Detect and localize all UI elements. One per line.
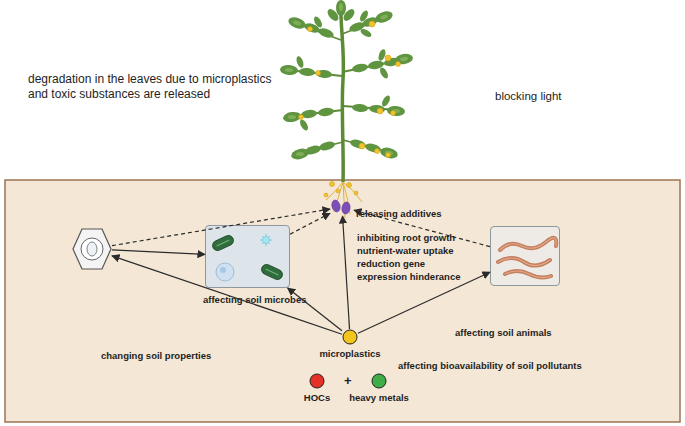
microbe-cells xyxy=(211,234,284,281)
node-label: heavy metals xyxy=(349,392,409,404)
soil-particle xyxy=(72,228,112,270)
light-note: blocking light xyxy=(495,89,561,103)
solid-arrow xyxy=(112,250,205,254)
circle-outline xyxy=(309,373,325,389)
solid-arrow xyxy=(112,256,342,334)
additive-note: releasing additives xyxy=(356,208,442,220)
plus-sign: + xyxy=(344,373,352,388)
soil-animal-box: affecting soil animals xyxy=(490,226,560,286)
microbe-box: affecting soil microbes xyxy=(205,225,290,288)
leaf-note: degradation in the leaves due to micropl… xyxy=(28,72,276,102)
hoc-particle: HOCs xyxy=(309,373,325,389)
node-label: affecting soil animals xyxy=(455,327,552,339)
hexagon-outline xyxy=(72,228,112,270)
edge-label: inhibiting root growth nutrient-water up… xyxy=(357,231,465,283)
soil-particle-core xyxy=(81,238,103,260)
solid-arrow xyxy=(343,216,350,329)
microplastic-particle: microplastics xyxy=(342,329,358,345)
dashed-arrow xyxy=(290,213,330,234)
circle-outline xyxy=(371,373,387,389)
microplastic-dots xyxy=(299,21,401,197)
root-tubers xyxy=(331,199,351,214)
circle-outline xyxy=(342,329,358,345)
tomato-plant xyxy=(280,0,414,218)
node-label: microplastics xyxy=(319,348,380,360)
earthworms xyxy=(498,238,556,278)
heavy-metal-particle: heavy metals xyxy=(371,373,387,389)
soil-band xyxy=(5,180,680,422)
solid-arrow xyxy=(288,288,342,331)
dashed-arrow xyxy=(112,209,330,246)
root-zone xyxy=(330,198,354,216)
edge-label: changing soil properties xyxy=(101,349,211,362)
node-label: HOCs xyxy=(304,392,330,404)
bioavailability-note: affecting bioavailability of soil pollut… xyxy=(398,360,582,372)
